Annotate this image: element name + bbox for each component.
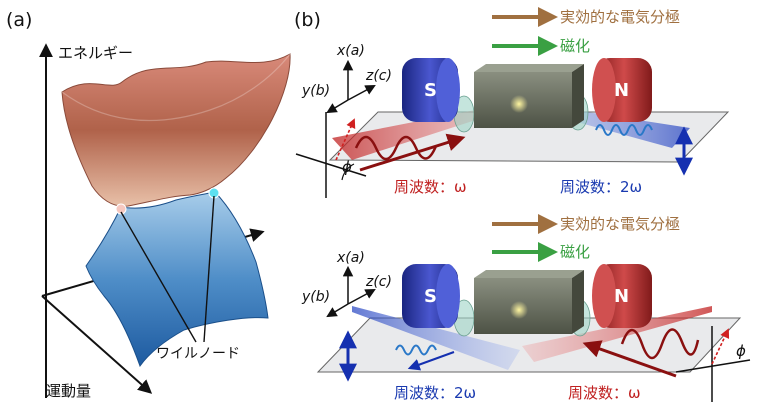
bottom-red-arrow xyxy=(582,340,677,378)
top-magnet-n-label: N xyxy=(614,80,629,101)
panel-b: (b) 実効的な電気分極 磁化 x(a) z(c) y(b) xyxy=(294,7,751,402)
bottom-phi-label: ϕ xyxy=(736,342,746,360)
bottom-polarization-arrow xyxy=(711,328,730,365)
bottom-blue-beam xyxy=(352,306,520,370)
top-red-arrow xyxy=(359,133,466,172)
top-y-axis-arrow xyxy=(326,99,349,114)
top-phi-label: ϕ xyxy=(342,158,352,176)
bottom-blue-arrow xyxy=(407,351,455,371)
bottom-right-horizontal-line xyxy=(675,359,751,373)
bottom-diagram: 実効的な電気分極 磁化 x(a) z(c) y(b) S N xyxy=(301,214,751,402)
bottom-blue-wave xyxy=(395,344,437,356)
dipole-legend-label: 実効的な電気分極 xyxy=(560,8,680,26)
bottom-magnet-s-label: S xyxy=(424,286,437,307)
top-magnet-s-face xyxy=(436,58,460,122)
bottom-magnet-n-face xyxy=(592,264,616,328)
weyl-node-left xyxy=(115,203,127,215)
bottom-dipole-legend-label: 実効的な電気分極 xyxy=(560,215,680,233)
upper-band-highlight xyxy=(61,53,291,122)
top-magnet-n-face xyxy=(592,58,616,122)
energy-axis-label: エネルギー xyxy=(58,44,133,62)
top-crystal-side xyxy=(572,64,584,128)
bottom-x-axis-label: x(a) xyxy=(336,250,365,266)
panel-a-label: (a) xyxy=(6,9,32,31)
top-y-axis-label: y(b) xyxy=(301,83,330,99)
panel-b-label: (b) xyxy=(294,9,321,31)
bottom-magnet-s-face xyxy=(436,264,460,328)
bottom-crystal-top xyxy=(474,270,584,278)
magnetization-legend-label: 磁化 xyxy=(560,37,590,55)
top-focus-glow xyxy=(510,95,528,113)
bottom-magnetization-legend-label: 磁化 xyxy=(560,243,590,261)
bottom-z-axis-arrow xyxy=(347,289,376,305)
bottom-crystal-side xyxy=(572,270,584,334)
bottom-red-beam xyxy=(522,306,712,362)
bottom-left-frequency: 周波数：2ω xyxy=(394,384,476,402)
top-left-horizontal-line xyxy=(295,153,367,177)
weyl-leader-left xyxy=(120,211,197,343)
momentum-axis-arrow xyxy=(41,295,153,394)
top-left-frequency: 周波数：ω xyxy=(394,178,467,196)
top-x-axis-label: x(a) xyxy=(336,43,365,59)
momentum-axis-label: 運動量 xyxy=(46,382,91,400)
weyl-leader-right xyxy=(203,195,215,343)
bottom-y-axis-arrow xyxy=(326,303,349,318)
bottom-focus-glow xyxy=(510,301,528,319)
top-phi-arc xyxy=(341,163,355,181)
top-magnet-s-label: S xyxy=(424,80,437,101)
lower-band-surface xyxy=(85,191,269,368)
top-right-frequency: 周波数：2ω xyxy=(560,178,642,196)
top-z-axis-label: z(c) xyxy=(365,68,392,84)
upper-band-surface xyxy=(61,53,291,207)
top-red-wave xyxy=(354,135,438,161)
weyl-node-label: ワイルノード xyxy=(156,346,240,362)
top-diagram: 実効的な電気分極 磁化 x(a) z(c) y(b) S N xyxy=(295,7,730,198)
panel-a: (a) エネルギー 運動量 ワイルノード xyxy=(6,9,291,400)
bottom-magnet-n-label: N xyxy=(614,286,629,307)
top-z-axis-arrow xyxy=(347,85,376,101)
bottom-z-axis-label: z(c) xyxy=(365,274,392,290)
top-crystal-top xyxy=(474,64,584,72)
top-polarization-arrow xyxy=(335,118,356,161)
bottom-y-axis-label: y(b) xyxy=(301,289,330,305)
top-blue-wave xyxy=(595,124,653,136)
bottom-red-wave xyxy=(620,328,700,360)
bottom-right-frequency: 周波数：ω xyxy=(568,384,641,402)
